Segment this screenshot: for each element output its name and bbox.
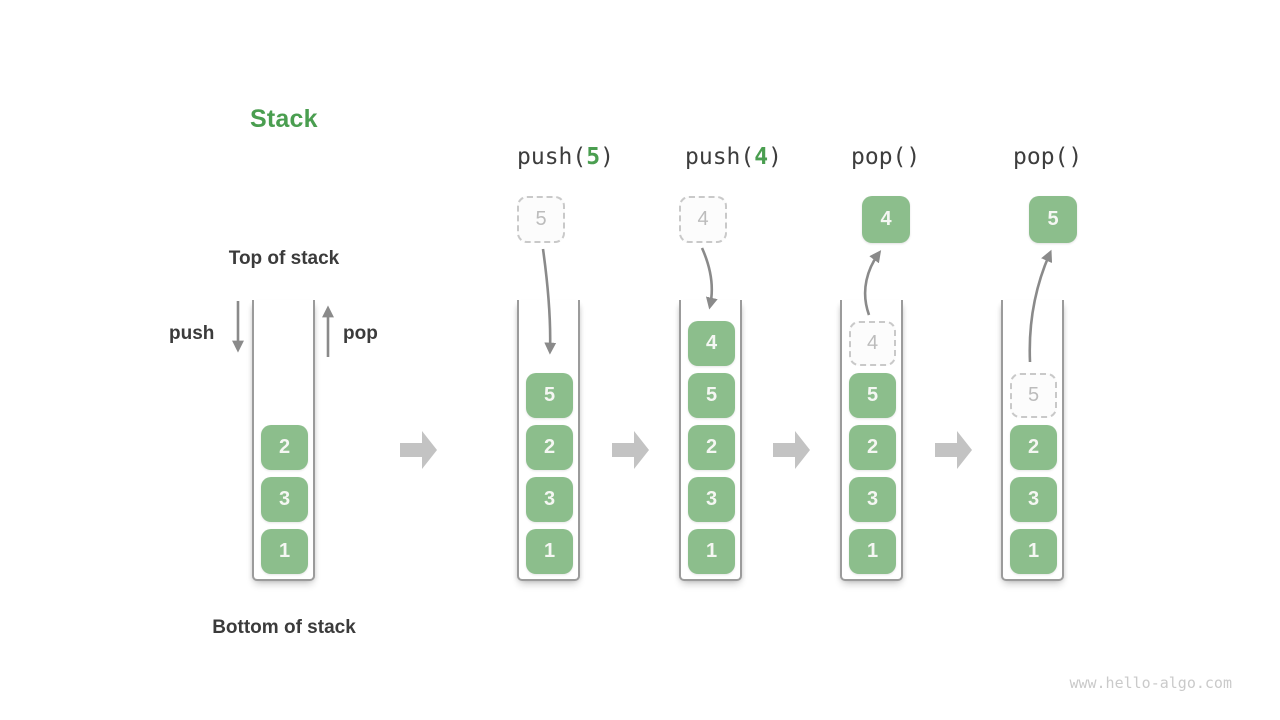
diagram-title: Stack [250,105,318,133]
flow-arrow-icon [773,431,810,469]
popped-element: 5 [1029,196,1077,243]
stack-cell: 2 [526,425,573,470]
op-arg: 4 [754,144,769,170]
op-text: pop( [851,144,907,170]
pushed-element-ghost: 5 [517,196,565,243]
op-label-pop-1: pop() [851,144,921,170]
stack-cell: 3 [688,477,735,522]
stack-cell-ghost: 5 [1010,373,1057,418]
stack-cell: 5 [849,373,896,418]
stack-cell: 2 [849,425,896,470]
stack-cell: 2 [688,425,735,470]
stack-cell: 2 [1010,425,1057,470]
stack-well-after-pop-4: 4 5 2 3 1 [840,300,903,581]
stack-cell: 5 [526,373,573,418]
stack-cell: 1 [688,529,735,574]
pop-label: pop [343,323,378,344]
op-text: ) [1068,144,1083,170]
stack-cell-ghost: 4 [849,321,896,366]
top-of-stack-label: Top of stack [228,248,340,269]
op-text: ) [906,144,921,170]
stack-well-after-push-4: 4 5 2 3 1 [679,300,742,581]
watermark: www.hello-algo.com [1069,674,1232,692]
op-label-push-5: push(5) [517,144,614,170]
flow-arrow-icon [612,431,649,469]
stack-cell: 3 [261,477,308,522]
push-label: push [169,323,215,344]
stack-cell: 1 [849,529,896,574]
bottom-of-stack-label: Bottom of stack [212,617,356,638]
flow-arrow-icon [935,431,972,469]
stack-cell: 4 [688,321,735,366]
op-text: ) [600,144,614,170]
stack-well-after-push-5: 5 2 3 1 [517,300,580,581]
op-text: push( [685,144,755,170]
stack-cell: 1 [526,529,573,574]
stack-cell: 3 [849,477,896,522]
op-text: push( [517,144,587,170]
push-4-arrow-icon [700,247,718,310]
stack-well-initial: 2 3 1 [252,300,315,581]
stack-cell: 1 [261,529,308,574]
stack-cell: 5 [688,373,735,418]
op-label-push-4: push(4) [685,144,782,170]
stack-cell: 1 [1010,529,1057,574]
flow-arrow-icon [400,431,437,469]
stack-cell: 3 [526,477,573,522]
pushed-element-ghost: 4 [679,196,727,243]
stack-well-after-pop-5: 5 2 3 1 [1001,300,1064,581]
op-text: pop( [1013,144,1069,170]
op-text: ) [768,144,782,170]
stack-cell: 2 [261,425,308,470]
popped-element: 4 [862,196,910,243]
stack-cell: 3 [1010,477,1057,522]
op-label-pop-2: pop() [1013,144,1083,170]
op-arg: 5 [586,144,601,170]
